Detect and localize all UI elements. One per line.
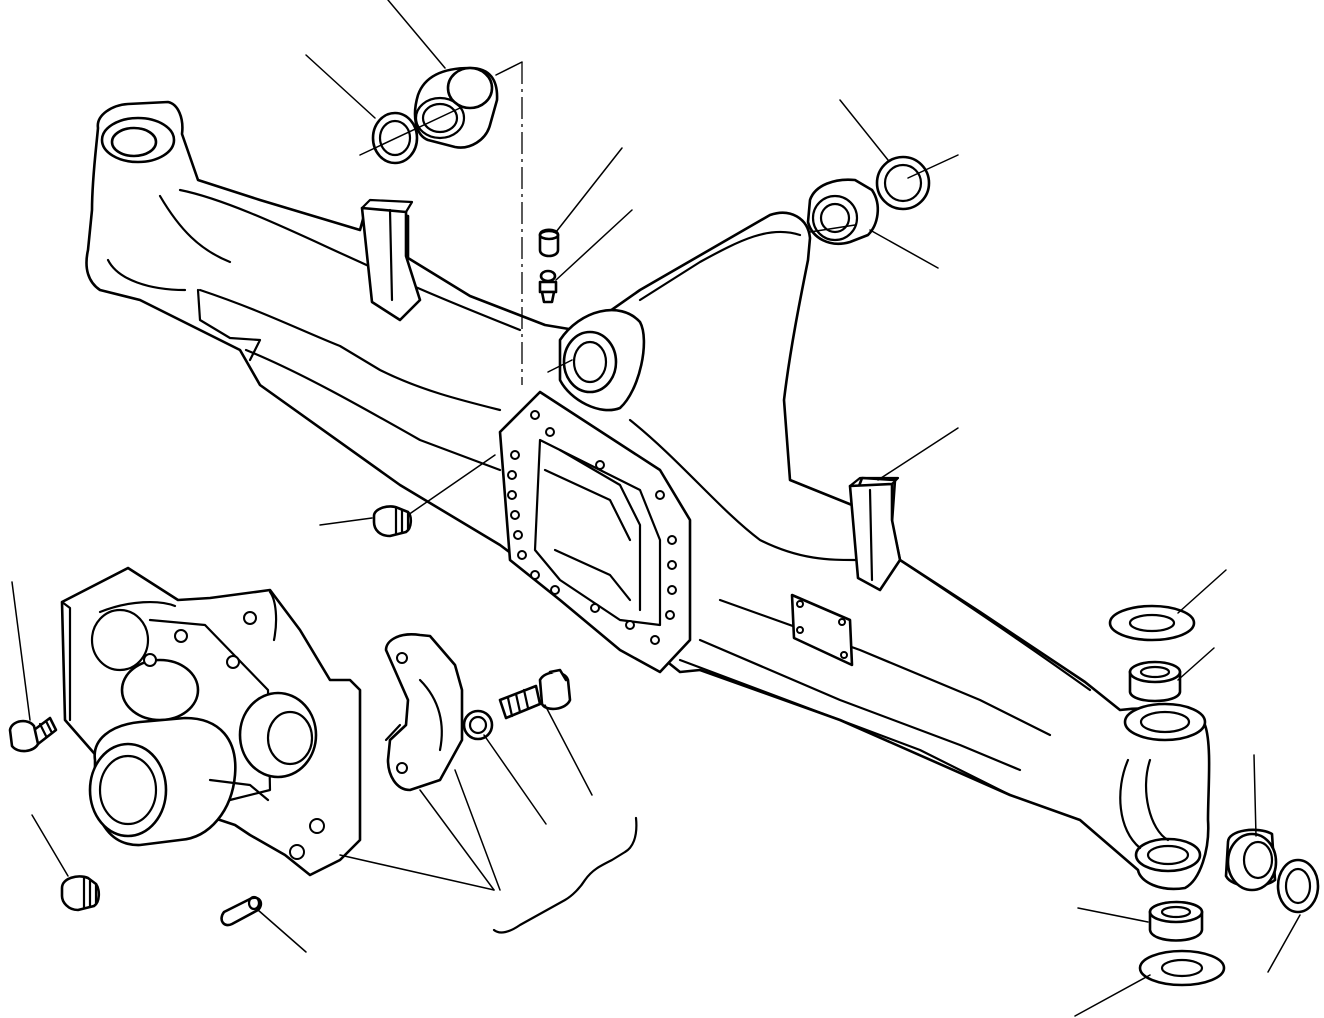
dowel-pin [220,895,263,927]
flange-bolt-left [8,716,58,753]
kingpin-seal [1276,858,1320,914]
spacer-lower [1148,900,1204,942]
plug [372,505,413,538]
flange-bolt [498,668,572,720]
seal-ring-rear [875,155,931,211]
callout-leaders [11,0,1301,1017]
pivot-bushing-rear [806,178,880,245]
washer-lower [1138,949,1226,987]
cap [538,228,560,258]
group-brace [492,816,638,934]
support-cap [384,633,464,792]
support-housing [60,566,362,877]
washer-upper [1108,604,1196,642]
axle-housing [85,62,1211,891]
pivot-bushing-front [413,66,499,149]
spacer-upper [1128,660,1182,703]
grease-fitting [538,269,558,304]
plug-lower [60,875,101,912]
flange-holes [507,410,677,645]
bushing-small [462,709,494,741]
kingpin-bushing [1224,828,1278,892]
